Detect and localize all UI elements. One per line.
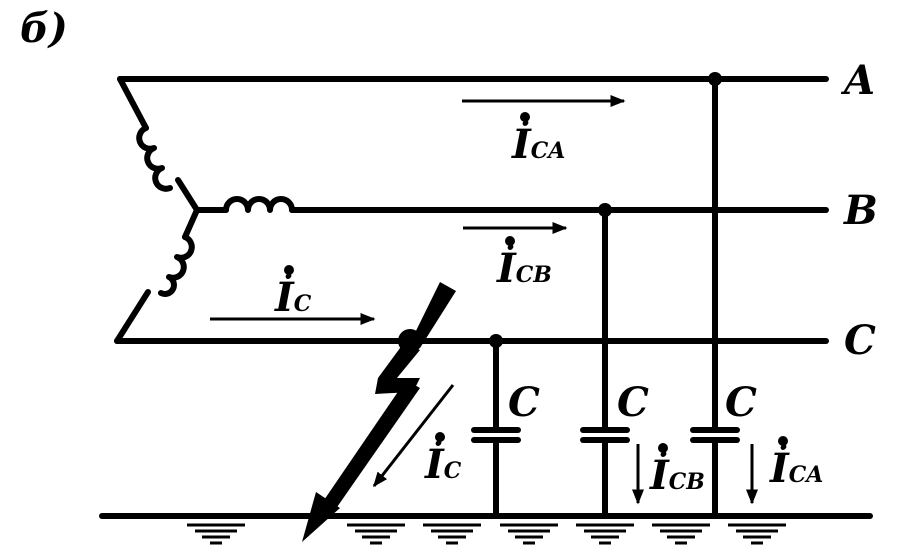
svg-text:İC: İC — [274, 274, 312, 321]
capacitor-branch-b — [580, 203, 630, 519]
ground-icon — [728, 523, 786, 545]
ground-icon — [187, 523, 245, 545]
current-label-icb-branch: İCB — [649, 443, 705, 499]
svg-text:İCA: İCA — [511, 121, 565, 168]
svg-text:İCB: İCB — [649, 452, 705, 499]
ground-icon — [347, 523, 405, 545]
current-label-ica-branch: İCA — [769, 436, 823, 492]
source-winding-b — [194, 196, 829, 213]
ground-icon — [576, 523, 634, 545]
svg-text:İCA: İCA — [769, 445, 823, 492]
svg-text:İCB: İCB — [496, 245, 552, 292]
current-label-ic-fault: İC — [424, 432, 462, 488]
ground-icon — [500, 523, 558, 545]
fault-lightning-icon — [302, 282, 456, 542]
source-winding-c — [114, 207, 200, 344]
phase-label-a: A — [840, 57, 875, 104]
ground-icon — [423, 523, 481, 545]
capacitor-branch-a — [690, 72, 740, 519]
svg-text:İC: İC — [424, 441, 462, 488]
arrow-ic-fault — [372, 384, 455, 488]
current-label-icb: İCB — [496, 236, 552, 292]
capacitor-label-a: C — [725, 379, 757, 426]
capacitor-label-c: C — [508, 379, 540, 426]
capacitor-label-b: C — [617, 379, 649, 426]
source-winding-a — [117, 76, 200, 213]
ground-symbols — [187, 523, 786, 545]
phase-label-b: B — [843, 187, 878, 234]
ground-icon — [652, 523, 710, 545]
current-label-ica: İCA — [511, 112, 565, 168]
panel-label: б) — [20, 5, 68, 52]
capacitor-branch-c — [471, 334, 521, 519]
current-label-ic: İC — [274, 265, 312, 321]
phase-label-c: C — [844, 317, 876, 364]
